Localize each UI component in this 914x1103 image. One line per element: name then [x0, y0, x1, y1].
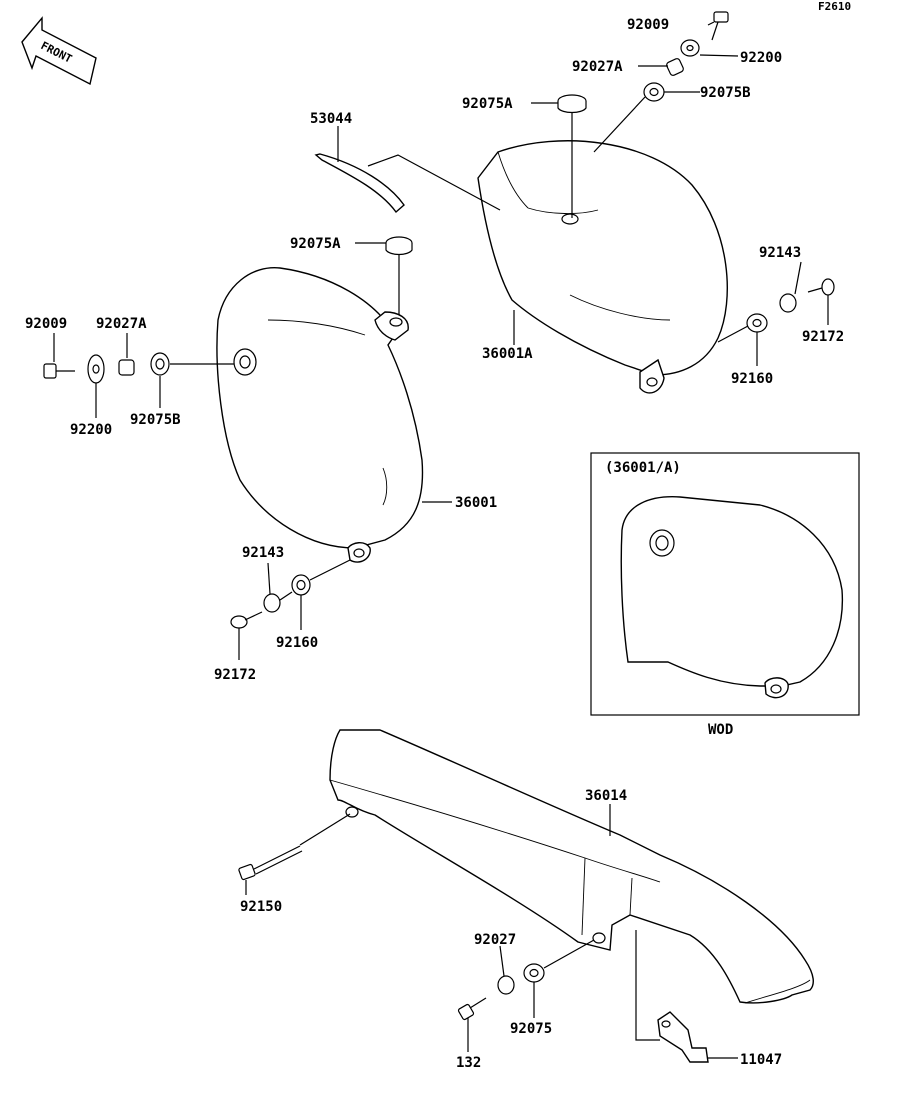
bolt-92172-left-icon: [230, 611, 263, 629]
label-92143-left: 92143: [242, 545, 284, 561]
inset-caption: WOD: [708, 722, 733, 738]
label-92160-left: 92160: [276, 635, 318, 651]
grommet-92075A-left-icon: [385, 236, 413, 256]
label-92009-top: 92009: [627, 17, 669, 33]
inset-title: (36001/A): [605, 460, 681, 476]
chain-guard-36014: [329, 729, 814, 1004]
label-36001: 36001: [455, 495, 497, 511]
diagram-code: F2610: [818, 0, 851, 13]
collar-92027-icon: [497, 975, 515, 995]
label-92075A-left: 92075A: [290, 236, 341, 252]
label-36014: 36014: [585, 788, 627, 804]
label-53044: 53044: [310, 111, 352, 127]
label-92009-left: 92009: [25, 316, 67, 332]
bolt-132-icon: [457, 997, 487, 1021]
grommet-92160-right-icon: [746, 313, 768, 333]
collar-92027A-left-icon: [118, 359, 135, 376]
grommet-92075B-left-icon: [150, 352, 170, 376]
label-92027: 92027: [474, 932, 516, 948]
label-92172-left: 92172: [214, 667, 256, 683]
part-labels: 92009 92200 92027A 92075B 92075A 53044 9…: [25, 17, 844, 1071]
label-92027A-top: 92027A: [572, 59, 623, 75]
clamp-11047-icon: [657, 1011, 709, 1063]
bolt-92172-right-icon: [807, 278, 835, 296]
bolt-92009-left-icon: [43, 363, 75, 379]
label-11047: 11047: [740, 1052, 782, 1068]
label-92027A-left: 92027A: [96, 316, 147, 332]
label-92160-right: 92160: [731, 371, 773, 387]
collar-92143-right-icon: [779, 293, 797, 313]
collar-92027A-top-icon: [666, 58, 684, 76]
label-92150: 92150: [240, 899, 282, 915]
label-92200-left: 92200: [70, 422, 112, 438]
label-92200-top: 92200: [740, 50, 782, 66]
grommet-92075-icon: [523, 963, 545, 983]
grommet-92075A-top-icon: [557, 94, 587, 114]
grommet-92160-left-icon: [291, 574, 311, 596]
strip-53044: [314, 153, 405, 214]
grommet-92075B-top-icon: [643, 82, 665, 102]
label-92075: 92075: [510, 1021, 552, 1037]
washer-92200-left-icon: [87, 354, 105, 384]
label-132: 132: [456, 1055, 481, 1071]
leader-lines: [53, 21, 829, 1059]
label-36001A: 36001A: [482, 346, 533, 362]
label-92075A-top: 92075A: [462, 96, 513, 112]
label-92075B-left: 92075B: [130, 412, 181, 428]
bolt-92150-icon: [238, 845, 303, 881]
washer-92200-top-icon: [680, 39, 700, 57]
front-arrow-icon: FRONT: [21, 16, 97, 86]
inset-box: (36001/A): [590, 452, 860, 716]
label-92143-right: 92143: [759, 245, 801, 261]
side-cover-left-36001: [216, 267, 424, 563]
bolt-92009-top-icon: [711, 11, 729, 41]
label-92075B-top: 92075B: [700, 85, 751, 101]
label-92172-right: 92172: [802, 329, 844, 345]
collar-92143-left-icon: [263, 593, 281, 613]
side-cover-right-36001A: [477, 140, 728, 394]
